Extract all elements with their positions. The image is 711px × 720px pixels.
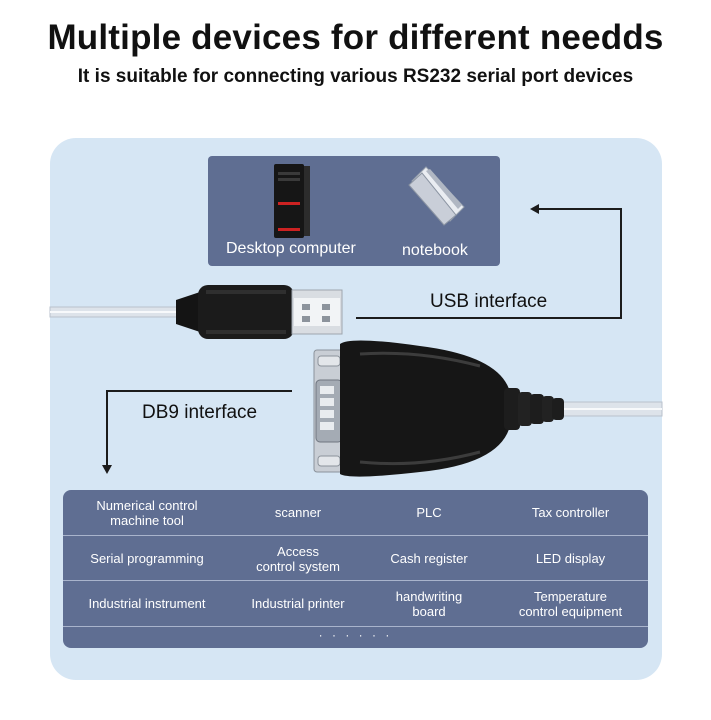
device-cell-led-display: LED display: [535, 551, 606, 566]
usb-leader-vertical: [620, 208, 622, 319]
usb-arrow-icon: [530, 204, 539, 214]
device-cell-temperature-control: Temperature control equipment: [518, 588, 623, 619]
more-devices-ellipsis: · · · · · ·: [63, 626, 648, 642]
device-cell-access-control: Access control system: [256, 543, 340, 574]
device-cell-plc: PLC: [416, 505, 442, 520]
notebook-icon: [408, 166, 465, 226]
page-title: Multiple devices for different needds: [47, 18, 664, 57]
device-cell-industrial-printer: Industrial printer: [251, 596, 345, 611]
desktop-computer-label: Desktop computer: [226, 240, 356, 257]
device-cell-scanner: scanner: [274, 505, 322, 520]
device-cell-serial-programming: Serial programming: [90, 551, 204, 566]
device-row: Serial programming Access control system…: [63, 535, 648, 580]
notebook-label: notebook: [402, 242, 468, 259]
usb-leader-horizontal: [356, 317, 622, 319]
page-subtitle: It is suitable for connecting various RS…: [77, 66, 634, 87]
device-grid: Numerical control machine tool scanner P…: [63, 490, 648, 648]
device-row: Numerical control machine tool scanner P…: [63, 490, 648, 535]
db9-interface-label: DB9 interface: [142, 402, 258, 423]
desktop-computer-icon: [274, 164, 310, 238]
device-cell-numerical-control: Numerical control machine tool: [96, 497, 198, 528]
device-cell-industrial-instrument: Industrial instrument: [88, 596, 206, 611]
device-cell-handwriting-board: handwriting board: [395, 588, 463, 619]
usb-leader-top: [538, 208, 622, 210]
db9-leader-vertical: [106, 390, 108, 466]
db9-arrow-icon: [102, 465, 112, 474]
device-cell-cash-register: Cash register: [390, 551, 468, 566]
computers-box: Desktop computer notebook: [208, 156, 500, 266]
db9-leader-horizontal: [106, 390, 292, 392]
usb-interface-label: USB interface: [430, 291, 548, 312]
device-cell-tax-controller: Tax controller: [531, 505, 610, 520]
device-row: Industrial instrument Industrial printer…: [63, 580, 648, 625]
